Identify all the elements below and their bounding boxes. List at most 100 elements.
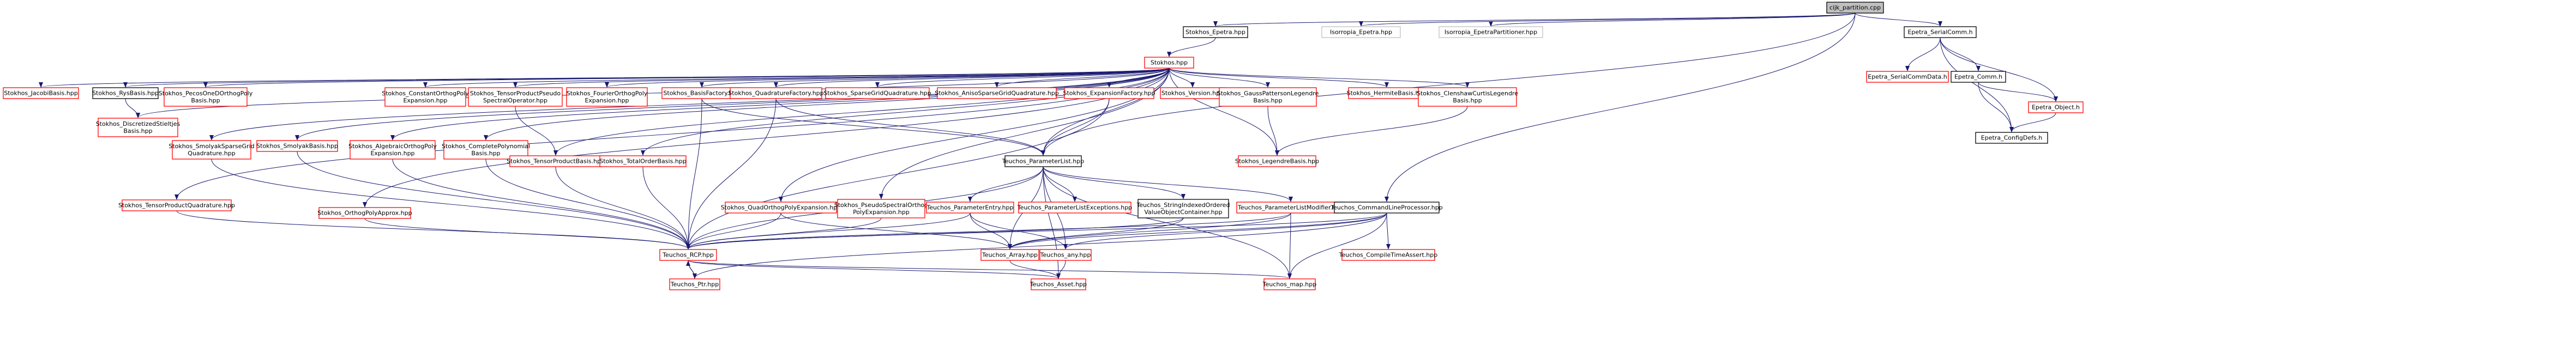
node-basisfactory[interactable]: Stokhos_BasisFactory.hpp [661,87,742,99]
node-pseudospectral[interactable]: Stokhos_PseudoSpectralOrthogPolyExpansio… [834,199,929,218]
node-label: Teuchos_ParameterEntry.hpp [926,204,1014,211]
node-box [825,87,930,99]
node-label: Stokhos_Epetra.hpp [1185,29,1245,36]
node-box [92,87,159,99]
edge-quadfactory-to-paramlist [775,98,1045,156]
edge-stokhos_hpp-to-tensorbasis [553,68,1170,156]
node-compiletime[interactable]: Teuchos_CompileTimeAssert.hpp [1339,249,1438,261]
node-label: Epetra_SerialCommData.h [1868,74,1947,81]
node-box [1439,26,1543,38]
node-label: Epetra_SerialComm.h [1907,29,1972,36]
node-box [1039,249,1092,261]
node-totalorder[interactable]: Stokhos_TotalOrderBasis.hpp [599,155,687,167]
node-label: Basis.hpp [1453,97,1482,104]
node-box [98,118,178,137]
node-cmdline[interactable]: Teuchos_CommandLineProcessor.hpp [1330,202,1443,214]
node-box [926,202,1014,214]
node-label: Stokhos_DiscretizedStieltjes [96,120,180,127]
node-label: Stokhos_SmolyakBasis.hpp [256,143,338,150]
node-tensorpseudo[interactable]: Stokhos_TensorProductPseudoSpectralOpera… [468,87,563,107]
node-smolyakbasis[interactable]: Stokhos_SmolyakBasis.hpp [256,140,338,152]
node-box [164,87,248,107]
node-label: Teuchos_map.hpp [1262,281,1316,288]
node-paramlist[interactable]: Teuchos_ParameterList.hpp [1002,155,1084,167]
edge-root-to-paramlist [1041,13,1856,156]
node-box [1137,199,1229,218]
edge-stokhos_hpp-to-completepoly [484,68,1170,141]
edge-stokhos_hpp-to-quadfactory [774,68,1170,88]
node-isorropia_partitioner: Isorropia_EpetraPartitioner.hpp [1439,26,1543,38]
edge-clenshaw-to-legendre [1275,106,1468,156]
node-expfactory[interactable]: Stokhos_ExpansionFactory.hpp [1063,87,1155,99]
node-map[interactable]: Teuchos_map.hpp [1262,278,1316,290]
node-epetra_configdefs[interactable]: Epetra_ConfigDefs.h [1975,132,2048,144]
node-ptr[interactable]: Teuchos_Ptr.hpp [669,278,720,290]
node-label: Stokhos_AnisoSparseGridQuadrature.hpp [935,90,1059,97]
edge-totalorder-to-rcp [642,166,690,249]
node-paramexceptions[interactable]: Teuchos_ParameterListExceptions.hpp [1017,202,1132,214]
node-quadfactory[interactable]: Stokhos_QuadratureFactory.hpp [728,87,824,99]
node-label: PolyExpansion.hpp [853,209,910,216]
node-epetra_serialcomm[interactable]: Epetra_SerialComm.h [1904,26,1977,38]
node-label: Expansion.hpp [370,150,414,157]
edge-epetra_serialcomm-to-epetra_object [1940,37,2058,102]
node-epetra_comm[interactable]: Epetra_Comm.h [1951,71,2006,83]
node-box [1975,132,2048,144]
edge-epetra_serialcomm-to-epetra_comm [1940,37,1981,71]
node-box [1238,155,1316,167]
node-orthogapprox[interactable]: Stokhos_OrthogPolyApprox.hpp [317,207,412,219]
node-epetra_hpp[interactable]: Stokhos_Epetra.hpp [1183,26,1248,38]
node-box [566,87,648,107]
node-stokhos_hpp[interactable]: Stokhos.hpp [1144,57,1194,69]
node-sparsegrid[interactable]: Stokhos_SparseGridQuadrature.hpp [823,87,931,99]
edge-smolyaksparse-to-rcp [211,159,690,249]
node-version[interactable]: Stokhos_Version.hpp [1160,87,1225,99]
node-array[interactable]: Teuchos_Array.hpp [980,249,1039,261]
node-label: Stokhos_CompletePolynomial [442,143,530,150]
edge-ptr-to-rcp [686,260,695,279]
node-label: Teuchos_Asset.hpp [1030,281,1087,288]
node-paramentry[interactable]: Teuchos_ParameterEntry.hpp [926,202,1014,214]
node-box [1334,202,1440,214]
node-label: Stokhos_SmolyakSparseGrid [168,143,254,150]
node-hermite[interactable]: Stokhos_HermiteBasis.hpp [1347,87,1427,99]
node-box [256,140,338,152]
node-box [1031,278,1086,290]
node-rcp[interactable]: Teuchos_RCP.hpp [659,249,717,261]
node-label: Stokhos_BasisFactory.hpp [663,90,740,97]
edge-paramlist-to-stringindexed [1043,166,1185,199]
node-box [1064,87,1154,99]
node-asset[interactable]: Teuchos_Asset.hpp [1030,278,1087,290]
edge-stokhos_hpp-to-anisosparse [995,68,1170,88]
node-tensorbasis[interactable]: Stokhos_TensorProductBasis.hpp [507,155,605,167]
edge-parammodifier-to-rcp [686,212,1291,249]
node-parammodifier[interactable]: Teuchos_ParameterListModifier.hpp [1236,202,1345,214]
edge-parammodifier-to-array [1008,212,1291,249]
node-jacobi[interactable]: Stokhos_JacobiBasis.hpp [3,87,79,99]
node-tensorquad[interactable]: Stokhos_TensorProductQuadrature.hpp [118,199,235,211]
node-any[interactable]: Teuchos_any.hpp [1039,249,1092,261]
node-stringindexed[interactable]: Teuchos_StringIndexedOrderedValueObjectC… [1136,199,1230,218]
edge-stokhos_hpp-to-rys [124,68,1170,88]
node-epetra_object[interactable]: Epetra_Object.h [2028,101,2084,113]
node-label: Teuchos_CommandLineProcessor.hpp [1330,204,1442,211]
node-rys[interactable]: Stokhos_RysBasis.hpp [92,87,159,99]
edge-stokhos_hpp-to-discretized [136,68,1170,118]
node-label: Teuchos_any.hpp [1040,252,1091,259]
node-epetra_serialcommdata[interactable]: Epetra_SerialCommData.h [1866,71,1949,83]
edge-epetra_hpp-to-stokhos_hpp [1167,37,1216,57]
node-label: Stokhos_TensorProductPseudo [470,90,561,97]
node-quadexp[interactable]: Stokhos_QuadOrthogPolyExpansion.hpp [721,202,841,214]
node-box [1263,278,1316,290]
node-anisosparse[interactable]: Stokhos_AnisoSparseGridQuadrature.hpp [935,87,1059,99]
node-label: Quadrature.hpp [188,150,235,157]
node-legendre[interactable]: Stokhos_LegendreBasis.hpp [1235,155,1319,167]
